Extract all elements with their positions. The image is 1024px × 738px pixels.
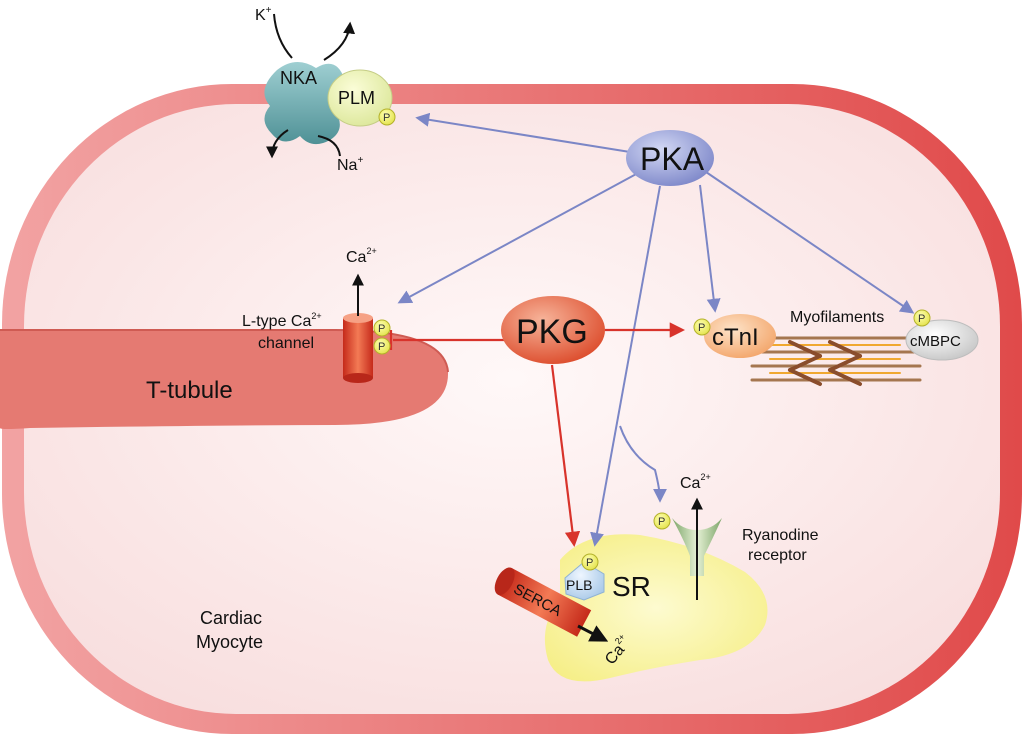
arrow-pka-plm [415, 112, 631, 153]
k-in-path [273, 13, 293, 59]
ltype-channel-top [343, 313, 373, 323]
pkg-node [501, 296, 605, 364]
ctni-node [704, 314, 776, 358]
arrow-pka-cmbpc [705, 171, 915, 314]
svg-text:P: P [378, 323, 385, 335]
na-in-path [317, 135, 341, 157]
serca-end [494, 567, 515, 595]
nka-label: NKA [280, 68, 317, 88]
cmbpc-label: cMBPC [910, 333, 961, 350]
serca-pump: SERCA [494, 567, 592, 637]
pka-arrows [397, 112, 915, 547]
cell-label-line1: Cardiac [200, 608, 262, 628]
phospho-cmbpc: P [913, 309, 931, 327]
ctni-label: cTnI [712, 324, 759, 351]
serca-ca-arrow [577, 624, 609, 642]
phospho-ctni: P [693, 318, 711, 336]
phospho-ryr: P [653, 512, 671, 530]
svg-text:P: P [586, 557, 593, 569]
na-ion-label: Na+ [337, 155, 363, 174]
myofilaments-label: Myofilaments [790, 309, 884, 326]
serca-body [497, 567, 592, 637]
ltype-channel-body [343, 318, 373, 378]
svg-text:P: P [378, 341, 385, 353]
phospho-ltype-2: P [373, 337, 391, 355]
ltype-ca-label: Ca2+ [346, 246, 377, 266]
ryanodine-receptor [672, 497, 722, 600]
svg-text:P: P [383, 112, 390, 124]
svg-text:P: P [698, 322, 705, 334]
nka-pump [264, 61, 346, 145]
cmbpc-node [905, 319, 979, 361]
ltype-channel-bottom [343, 373, 373, 383]
na-out-arrow [266, 129, 289, 159]
k-ion-label: K+ [255, 5, 272, 24]
arrow-pka-plb [590, 185, 661, 547]
plm-node [327, 69, 393, 127]
arrow-pkg-plb [550, 364, 581, 548]
ryanodine-label-line2: receptor [748, 547, 807, 564]
myofilaments [750, 336, 922, 386]
plb-label: PLB [566, 577, 592, 593]
sr-label: SR [612, 571, 651, 602]
phospho-ltype-1: P [373, 319, 391, 337]
pkg-label: PKG [516, 313, 588, 351]
arrow-pka-ltype [397, 171, 641, 304]
ltype-label-line1: L-type Ca2+ [242, 311, 322, 330]
cytoplasm [24, 104, 1000, 714]
pka-label: PKA [640, 141, 705, 177]
plm-label: PLM [338, 88, 375, 108]
t-tubule-label: T-tubule [146, 377, 233, 404]
phospho-plm: P [378, 108, 396, 126]
nka-complex: NKA PLM [264, 13, 393, 159]
ltype-channel [343, 273, 373, 383]
phospho-badges: P P P P P P P [373, 108, 931, 571]
ryanodine-label-line1: Ryanodine [742, 527, 819, 544]
phospho-plb: P [581, 553, 599, 571]
pkg-arrows [389, 322, 686, 548]
arrow-pka-ctni [699, 184, 721, 313]
svg-text:P: P [918, 313, 925, 325]
arrow-pka-ryr [619, 425, 667, 503]
pka-node [626, 130, 714, 186]
k-out-arrow [323, 21, 356, 61]
cell-label-line2: Myocyte [196, 632, 263, 652]
svg-text:P: P [658, 516, 665, 528]
t-tubule [0, 330, 449, 429]
ltype-label-line2: channel [258, 335, 314, 352]
ryr-ca-label: Ca2+ [680, 472, 711, 492]
sarcoplasmic-reticulum [544, 534, 768, 682]
